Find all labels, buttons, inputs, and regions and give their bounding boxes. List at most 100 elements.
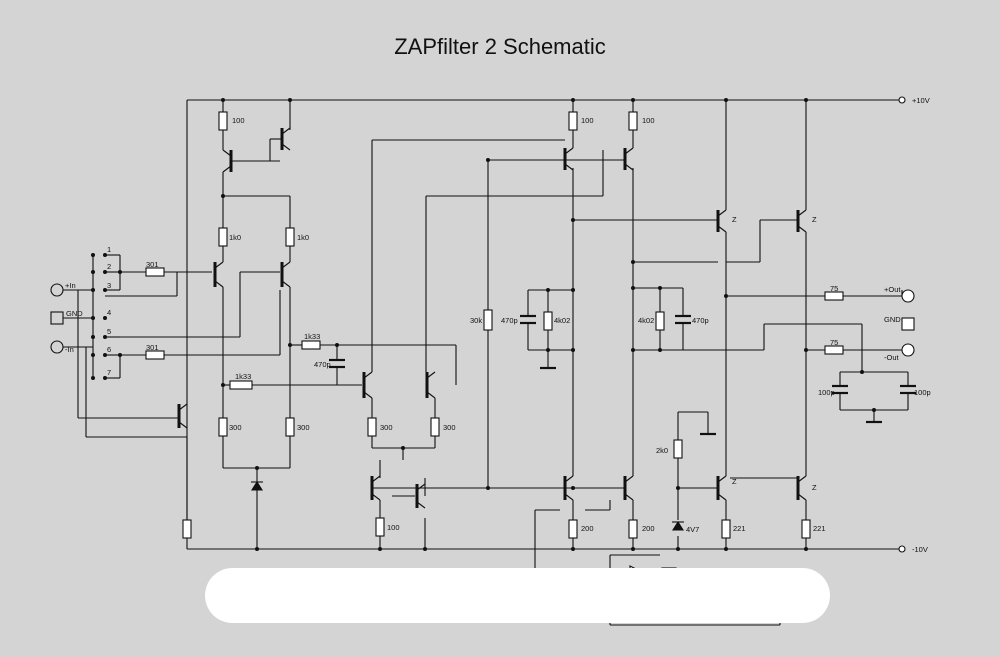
redaction-blob bbox=[205, 568, 830, 623]
transistor-q7 bbox=[425, 371, 436, 399]
resistor-1k33-b bbox=[301, 340, 321, 350]
resistor-100-a bbox=[218, 111, 228, 131]
transistor-q8 bbox=[370, 475, 381, 501]
resistor-301-b bbox=[145, 350, 165, 360]
page-title: ZAPfilter 2 Schematic bbox=[394, 34, 606, 59]
resistor-75-a bbox=[824, 291, 844, 301]
label-1k0-a: 1k0 bbox=[229, 233, 241, 242]
label-470p-b: 470p bbox=[501, 316, 518, 325]
transistor-q4 bbox=[280, 261, 291, 288]
label-100-c: 100 bbox=[387, 523, 400, 532]
label-z-b: Z bbox=[812, 215, 817, 224]
label-30k: 30k bbox=[470, 316, 482, 325]
transistor-q14 bbox=[716, 209, 727, 233]
out-gnd-terminal bbox=[901, 317, 915, 331]
label-300-b: 300 bbox=[297, 423, 310, 432]
neg-rail-label: -10V bbox=[912, 545, 928, 554]
pin-1-label: 1 bbox=[107, 245, 111, 254]
label-2k0: 2k0 bbox=[656, 446, 668, 455]
label-221-b: 221 bbox=[813, 524, 826, 533]
resistor-bias bbox=[182, 519, 192, 539]
label-300-c: 300 bbox=[380, 423, 393, 432]
resistor-300-d bbox=[430, 417, 440, 437]
label-1k0-b: 1k0 bbox=[297, 233, 309, 242]
transistor-q10 bbox=[563, 147, 574, 171]
label-300-a: 300 bbox=[229, 423, 242, 432]
label-4v7: 4V7 bbox=[686, 525, 699, 534]
label-75-a: 75 bbox=[830, 284, 838, 293]
pos-rail-label: +10V bbox=[912, 96, 930, 105]
resistor-221-b bbox=[801, 519, 811, 539]
resistor-200-b bbox=[628, 519, 638, 539]
label-200-a: 200 bbox=[581, 524, 594, 533]
resistor-1k0-b bbox=[285, 227, 295, 247]
transistor-q2 bbox=[269, 127, 291, 161]
label-100-b: 100 bbox=[581, 116, 594, 125]
neg-rail-terminal bbox=[898, 545, 906, 553]
zener-4v7 bbox=[672, 520, 684, 531]
pin-7-label: 7 bbox=[107, 368, 111, 377]
transistor-q15 bbox=[796, 209, 807, 233]
out-pos-label: +Out bbox=[884, 285, 901, 294]
label-470p-a: 470p bbox=[314, 360, 331, 369]
resistor-300-a bbox=[218, 417, 228, 437]
resistor-4k02-b bbox=[655, 311, 665, 331]
transistor-q1 bbox=[222, 149, 280, 173]
label-4k02-a: 4k02 bbox=[554, 316, 570, 325]
transistor-q16 bbox=[716, 475, 727, 501]
label-z-c: Z bbox=[732, 477, 737, 486]
label-200-b: 200 bbox=[642, 524, 655, 533]
label-z-d: Z bbox=[812, 483, 817, 492]
gnd-out-label: GND bbox=[884, 315, 901, 324]
resistor-1k33-a bbox=[229, 380, 253, 390]
pin-3-label: 3 bbox=[107, 281, 111, 290]
resistor-221-a bbox=[721, 519, 731, 539]
transistor-q11 bbox=[623, 147, 634, 171]
out-neg-label: -Out bbox=[884, 353, 900, 362]
zener-a bbox=[251, 480, 263, 491]
label-75-b: 75 bbox=[830, 338, 838, 347]
resistor-2k0 bbox=[673, 439, 683, 459]
label-221-a: 221 bbox=[733, 524, 746, 533]
pin-5-label: 5 bbox=[107, 327, 111, 336]
label-100p-a: 100p bbox=[818, 388, 835, 397]
resistor-100-c bbox=[375, 517, 385, 537]
transistor-q13 bbox=[623, 475, 634, 501]
label-301-b: 301 bbox=[146, 343, 159, 352]
label-470p-c: 470p bbox=[692, 316, 709, 325]
resistor-100-b bbox=[568, 111, 578, 131]
in-neg-label: -In bbox=[65, 345, 74, 354]
label-301-a: 301 bbox=[146, 260, 159, 269]
label-100-d: 100 bbox=[642, 116, 655, 125]
transistor-q3 bbox=[213, 261, 224, 288]
transistor-q5 bbox=[177, 403, 188, 429]
transistor-q6 bbox=[362, 371, 373, 399]
pos-rail-terminal bbox=[898, 96, 906, 104]
label-100-a: 100 bbox=[232, 116, 245, 125]
transistor-q17 bbox=[796, 475, 807, 501]
in-pos-label: +In bbox=[65, 281, 76, 290]
label-100p-b: 100p bbox=[914, 388, 931, 397]
resistor-75-b bbox=[824, 345, 844, 355]
gnd-in-label: GND bbox=[66, 309, 83, 318]
pin-6-label: 6 bbox=[107, 345, 111, 354]
out-pos-terminal bbox=[901, 289, 915, 303]
transistor-q12 bbox=[563, 475, 574, 501]
resistor-301-a bbox=[145, 267, 165, 277]
resistor-30k bbox=[483, 309, 493, 331]
label-z-a: Z bbox=[732, 215, 737, 224]
label-300-d: 300 bbox=[443, 423, 456, 432]
pin-4-label: 4 bbox=[107, 308, 111, 317]
label-1k33-a: 1k33 bbox=[235, 372, 251, 381]
out-neg-terminal bbox=[901, 343, 915, 357]
label-1k33-b: 1k33 bbox=[304, 332, 320, 341]
resistor-300-b bbox=[285, 417, 295, 437]
resistor-200-a bbox=[568, 519, 578, 539]
transistor-q9 bbox=[415, 483, 426, 509]
label-4k02-b: 4k02 bbox=[638, 316, 654, 325]
resistor-4k02-a bbox=[543, 311, 553, 331]
resistor-300-c bbox=[367, 417, 377, 437]
resistor-1k0-a bbox=[218, 227, 228, 247]
pin-2-label: 2 bbox=[107, 262, 111, 271]
